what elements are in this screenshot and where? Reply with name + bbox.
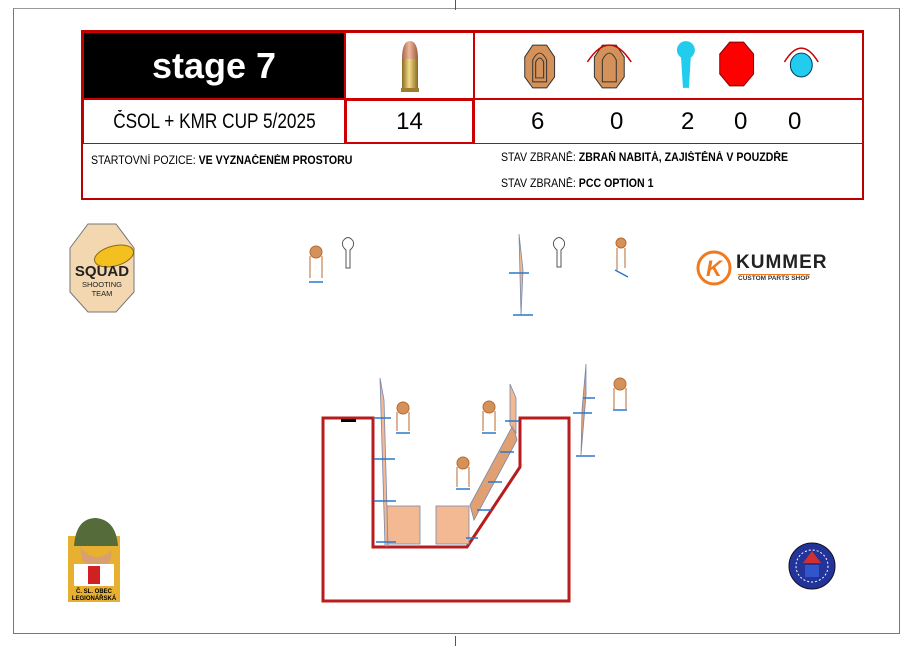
popper-icon bbox=[676, 41, 695, 88]
barrel bbox=[435, 505, 470, 545]
popper bbox=[341, 237, 355, 269]
start-position: STARTOVNÍ POZICE: VE VYZNAČENÉM PROSTORU bbox=[91, 155, 352, 167]
page-tick bbox=[455, 0, 456, 10]
cartridge-icon bbox=[345, 32, 474, 99]
count-paper: 6 bbox=[531, 108, 545, 135]
event-name-text: ČSOL + KMR CUP 5/2025 bbox=[112, 109, 316, 133]
barrel bbox=[386, 505, 421, 545]
squad-logo: SQUAD SHOOTING TEAM bbox=[69, 223, 135, 313]
start-position-marker bbox=[341, 419, 356, 422]
wall bbox=[509, 383, 517, 435]
svg-text:SHOOTING: SHOOTING bbox=[82, 280, 122, 289]
svg-text:K: K bbox=[706, 256, 724, 281]
poppers bbox=[341, 237, 566, 269]
wall-stands bbox=[373, 272, 595, 543]
paper-targets bbox=[309, 237, 629, 490]
weapon-state-1: STAV ZBRANĚ: ZBRAŇ NABITÁ, ZAJIŠTĚNÁ V P… bbox=[501, 152, 788, 164]
page-tick bbox=[455, 636, 456, 646]
stage-header-table: stage 7 ČSOL + KMR CUP 5/2025 14 6 0 2 0… bbox=[81, 30, 864, 200]
csol-logo: Č. SL. OBEC LEGIONÁŘSKÁ bbox=[68, 518, 120, 602]
svg-text:LEGIONÁŘSKÁ: LEGIONÁŘSKÁ bbox=[72, 594, 117, 602]
swinging-plate-icon bbox=[783, 47, 819, 78]
wall bbox=[469, 423, 518, 522]
paper-target bbox=[396, 401, 410, 434]
start-position-value: VE VYZNAČENÉM PROSTORU bbox=[198, 155, 353, 167]
count-swinging-plate: 0 bbox=[788, 108, 802, 135]
wall bbox=[379, 377, 389, 547]
event-name: ČSOL + KMR CUP 5/2025 bbox=[83, 99, 345, 144]
target-types bbox=[474, 32, 864, 99]
page-frame bbox=[13, 8, 900, 634]
paper-target bbox=[482, 400, 496, 434]
svg-text:Č. SL. OBEC: Č. SL. OBEC bbox=[76, 588, 113, 595]
popper bbox=[552, 237, 566, 268]
paper-target bbox=[613, 377, 627, 411]
svg-text:TEAM: TEAM bbox=[92, 289, 113, 298]
weapon-state-2: STAV ZBRANĚ: PCC OPTION 1 bbox=[501, 178, 653, 190]
shooting-area-fault-line bbox=[321, 416, 571, 603]
count-swinging-paper: 0 bbox=[610, 108, 624, 135]
target-counts: 6 0 2 0 0 bbox=[474, 99, 864, 144]
stage-title: stage 7 bbox=[83, 32, 345, 99]
swinging-paper-target-icon bbox=[586, 44, 632, 89]
emblem-logo bbox=[788, 542, 836, 590]
start-position-label: STARTOVNÍ POZICE: bbox=[91, 155, 196, 167]
paper-target bbox=[614, 237, 629, 278]
weapon-state-label: STAV ZBRANĚ: bbox=[501, 152, 576, 164]
kummer-k-icon: K bbox=[696, 250, 732, 286]
weapon-state-value: ZBRAŇ NABITÁ, ZAJIŠTĚNÁ V POUZDŘE bbox=[578, 152, 789, 164]
kummer-name: KUMMER bbox=[736, 252, 828, 273]
paper-target bbox=[456, 456, 470, 490]
weapon-state-label: STAV ZBRANĚ: bbox=[501, 178, 576, 190]
no-shoot-target-icon bbox=[719, 41, 755, 87]
wall bbox=[518, 233, 524, 316]
count-no-shoot: 0 bbox=[734, 108, 748, 135]
svg-text:SQUAD: SQUAD bbox=[75, 263, 129, 280]
kummer-tagline: CUSTOM PARTS SHOP bbox=[738, 274, 810, 282]
paper-target bbox=[309, 245, 323, 283]
round-count: 14 bbox=[345, 99, 474, 144]
wall bbox=[580, 363, 587, 456]
kummer-logo: K KUMMER CUSTOM PARTS SHOP bbox=[696, 248, 846, 288]
walls bbox=[379, 233, 587, 547]
weapon-state-value: PCC OPTION 1 bbox=[578, 178, 654, 190]
count-popper: 2 bbox=[681, 108, 695, 135]
paper-target-icon bbox=[524, 44, 556, 89]
